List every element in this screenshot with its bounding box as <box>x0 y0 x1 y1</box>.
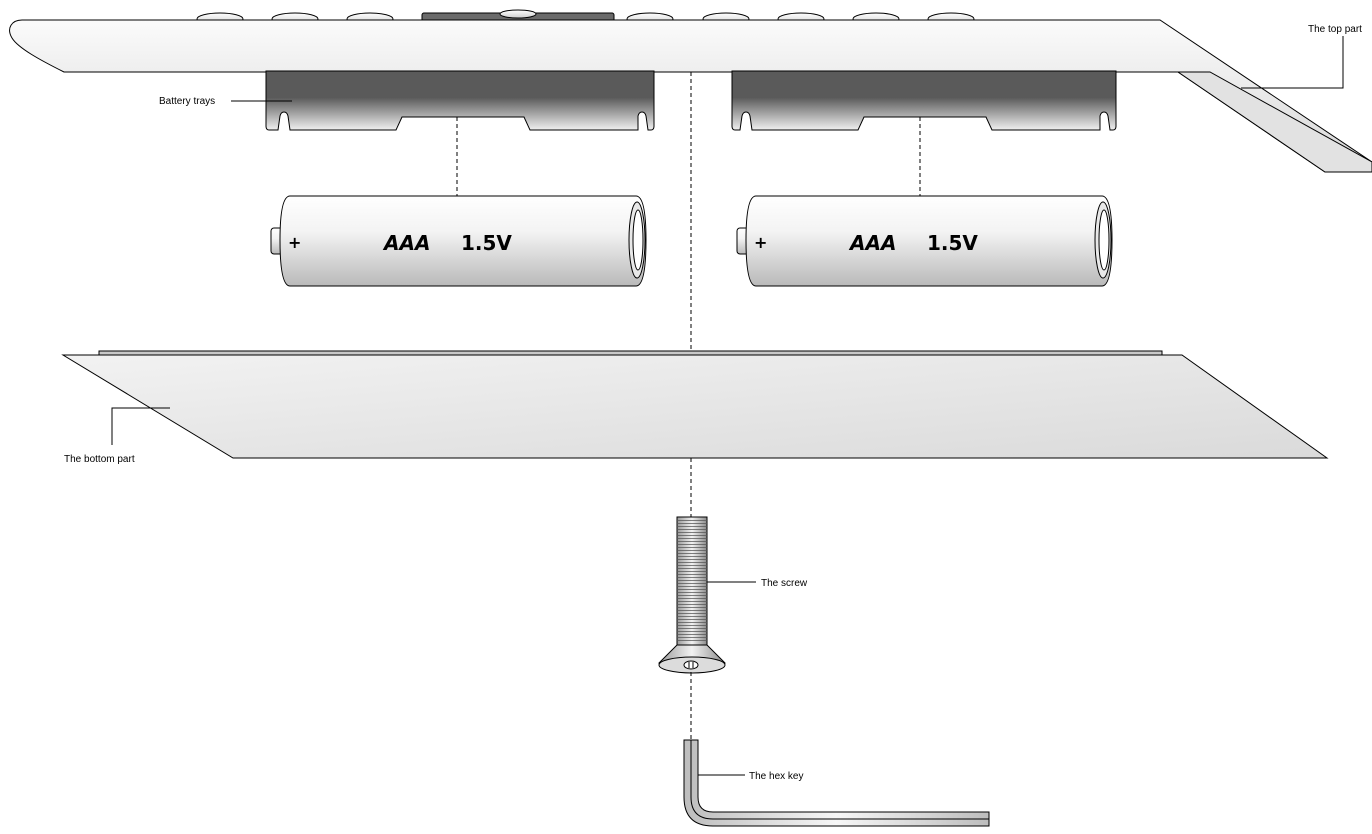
battery-trays <box>265 70 1117 131</box>
hex-socket <box>683 660 699 670</box>
battery-left: + AAA 1.5V <box>270 195 647 287</box>
leader-line <box>1241 36 1344 89</box>
battery-end-inner <box>1098 209 1110 271</box>
battery-voltage: 1.5V <box>927 231 978 255</box>
shell-button <box>499 9 537 19</box>
battery-tray-left <box>265 70 655 131</box>
battery-end-inner <box>632 209 644 271</box>
top-shell-side <box>1176 71 1372 173</box>
callout-battery-trays: Battery trays <box>159 96 292 107</box>
label-screw: The screw <box>761 578 808 589</box>
label-battery-trays: Battery trays <box>159 96 215 107</box>
label-hex-key: The hex key <box>749 771 803 782</box>
bottom-part-plate <box>61 354 1329 459</box>
battery-plus: + <box>288 233 301 252</box>
callout-screw: The screw <box>707 578 808 589</box>
battery-type: AAA <box>382 231 430 255</box>
battery-right: + AAA 1.5V <box>736 195 1113 287</box>
bottom-part <box>61 350 1329 459</box>
screw-threads <box>677 519 707 643</box>
battery-tray-right <box>731 70 1117 131</box>
hex-key-bend-edge <box>690 796 989 820</box>
hex-key <box>683 739 990 827</box>
battery-body <box>279 195 647 287</box>
battery-type: AAA <box>848 231 896 255</box>
callout-hex-key: The hex key <box>698 771 803 782</box>
battery-voltage: 1.5V <box>461 231 512 255</box>
top-part <box>9 9 1372 173</box>
hex-key-body <box>683 739 990 827</box>
battery-body <box>745 195 1113 287</box>
label-bottom-part: The bottom part <box>64 454 135 465</box>
callout-bottom-part: The bottom part <box>64 407 170 465</box>
screw <box>658 516 726 674</box>
callout-top-part: The top part <box>1241 24 1362 89</box>
label-top-part: The top part <box>1308 24 1362 35</box>
alignment-lines <box>456 72 921 740</box>
leader-line <box>111 407 170 445</box>
battery-plus: + <box>754 233 767 252</box>
